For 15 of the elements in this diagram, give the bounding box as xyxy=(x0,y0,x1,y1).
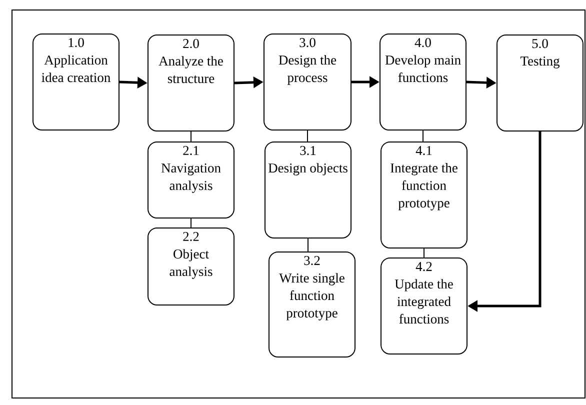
connector-line xyxy=(190,218,192,228)
process-box: 2.2 Object analysis xyxy=(148,228,234,306)
process-box: 4.0 Develop main functions xyxy=(380,34,466,130)
process-box: 3.0 Design the process xyxy=(264,34,352,130)
process-box: 1.0 Application idea creation xyxy=(32,34,120,130)
process-box: 2.1 Navigation analysis xyxy=(148,142,234,218)
process-box: 3.1 Design objects xyxy=(264,142,352,238)
process-box: 4.2 Update the integrated functions xyxy=(380,258,468,354)
process-box: 5.0 Testing xyxy=(496,34,584,132)
process-box: 3.2 Write single function prototype xyxy=(268,252,356,358)
connector-line xyxy=(422,130,424,142)
process-box: 4.1 Integrate the function prototype xyxy=(380,142,468,248)
process-box: 2.0 Analyze the structure xyxy=(148,34,234,132)
connector-line xyxy=(307,130,308,142)
connector-line xyxy=(190,131,192,142)
